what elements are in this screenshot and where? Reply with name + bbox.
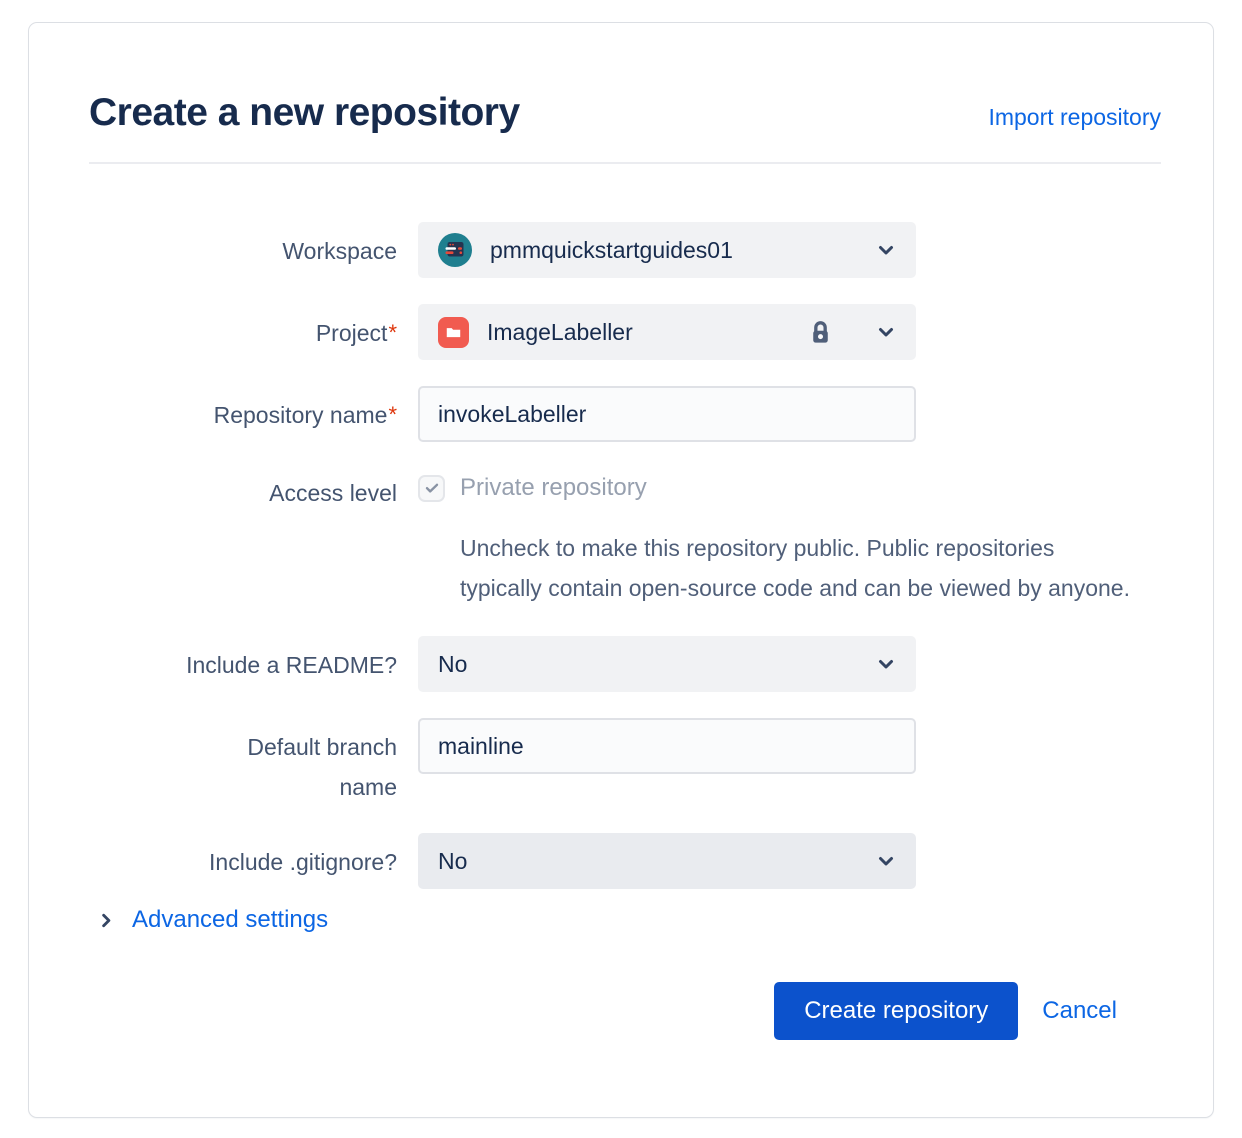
- workspace-label: Workspace: [282, 238, 397, 264]
- repository-name-label: Repository name*: [213, 402, 397, 428]
- import-repository-link[interactable]: Import repository: [988, 104, 1161, 130]
- repository-name-input[interactable]: [418, 386, 916, 442]
- create-repository-form: Workspace pmmquickstartguides01: [89, 222, 1161, 1040]
- advanced-settings-link: Advanced settings: [132, 906, 329, 933]
- chevron-down-icon: [876, 240, 896, 260]
- red-folder-icon: [438, 316, 469, 348]
- advanced-settings-toggle[interactable]: Advanced settings: [89, 906, 1161, 934]
- readme-label: Include a README?: [186, 652, 397, 678]
- project-label: Project*: [315, 320, 397, 346]
- chevron-down-icon: [876, 322, 896, 342]
- project-value: ImageLabeller: [487, 318, 633, 345]
- form-row-gitignore: Include .gitignore? No: [89, 833, 1161, 889]
- access-level-label: Access level: [269, 480, 397, 506]
- workspace-avatar: [438, 233, 472, 267]
- readme-value: No: [438, 650, 468, 677]
- workspace-value: pmmquickstartguides01: [490, 236, 733, 263]
- access-level-description: Uncheck to make this repository public. …: [460, 535, 1130, 601]
- project-select[interactable]: ImageLabeller: [418, 304, 916, 360]
- gitignore-value: No: [438, 847, 468, 874]
- form-row-readme: Include a README? No: [89, 636, 1161, 692]
- required-asterisk: *: [388, 402, 397, 427]
- checkmark-icon: [425, 483, 438, 493]
- lock-icon: [807, 319, 834, 346]
- private-repository-label: Private repository: [460, 474, 647, 501]
- form-row-workspace: Workspace pmmquickstartguides01: [89, 222, 1161, 278]
- chevron-down-icon: [876, 654, 896, 674]
- gitignore-label: Include .gitignore?: [209, 849, 397, 875]
- form-row-default-branch: Default branch name: [89, 718, 1161, 807]
- create-repository-button[interactable]: Create repository: [774, 982, 1019, 1040]
- chevron-down-icon: [876, 851, 896, 871]
- dialog-actions: Create repository Cancel: [89, 982, 1161, 1040]
- create-repository-dialog: Create a new repository Import repositor…: [28, 22, 1214, 1118]
- dialog-header: Create a new repository Import repositor…: [89, 73, 1161, 135]
- page-title: Create a new repository: [89, 91, 520, 134]
- required-asterisk: *: [388, 320, 397, 345]
- workspace-select[interactable]: pmmquickstartguides01: [418, 222, 916, 278]
- form-row-project: Project* ImageLabeller: [89, 304, 1161, 360]
- chevron-right-icon: [102, 913, 111, 927]
- access-level-group: Private repository Uncheck to make this …: [418, 468, 1161, 608]
- private-repository-checkbox[interactable]: [418, 474, 445, 502]
- form-row-access-level: Access level Private repository Uncheck …: [89, 468, 1161, 608]
- default-branch-input[interactable]: [418, 718, 916, 774]
- readme-select[interactable]: No: [418, 636, 916, 692]
- gitignore-select[interactable]: No: [418, 833, 916, 889]
- form-row-repository-name: Repository name*: [89, 386, 1161, 442]
- default-branch-label: Default branch name: [247, 734, 397, 800]
- private-repository-option: Private repository: [418, 468, 1161, 502]
- header-divider: [89, 162, 1161, 164]
- cancel-button[interactable]: Cancel: [1042, 997, 1117, 1024]
